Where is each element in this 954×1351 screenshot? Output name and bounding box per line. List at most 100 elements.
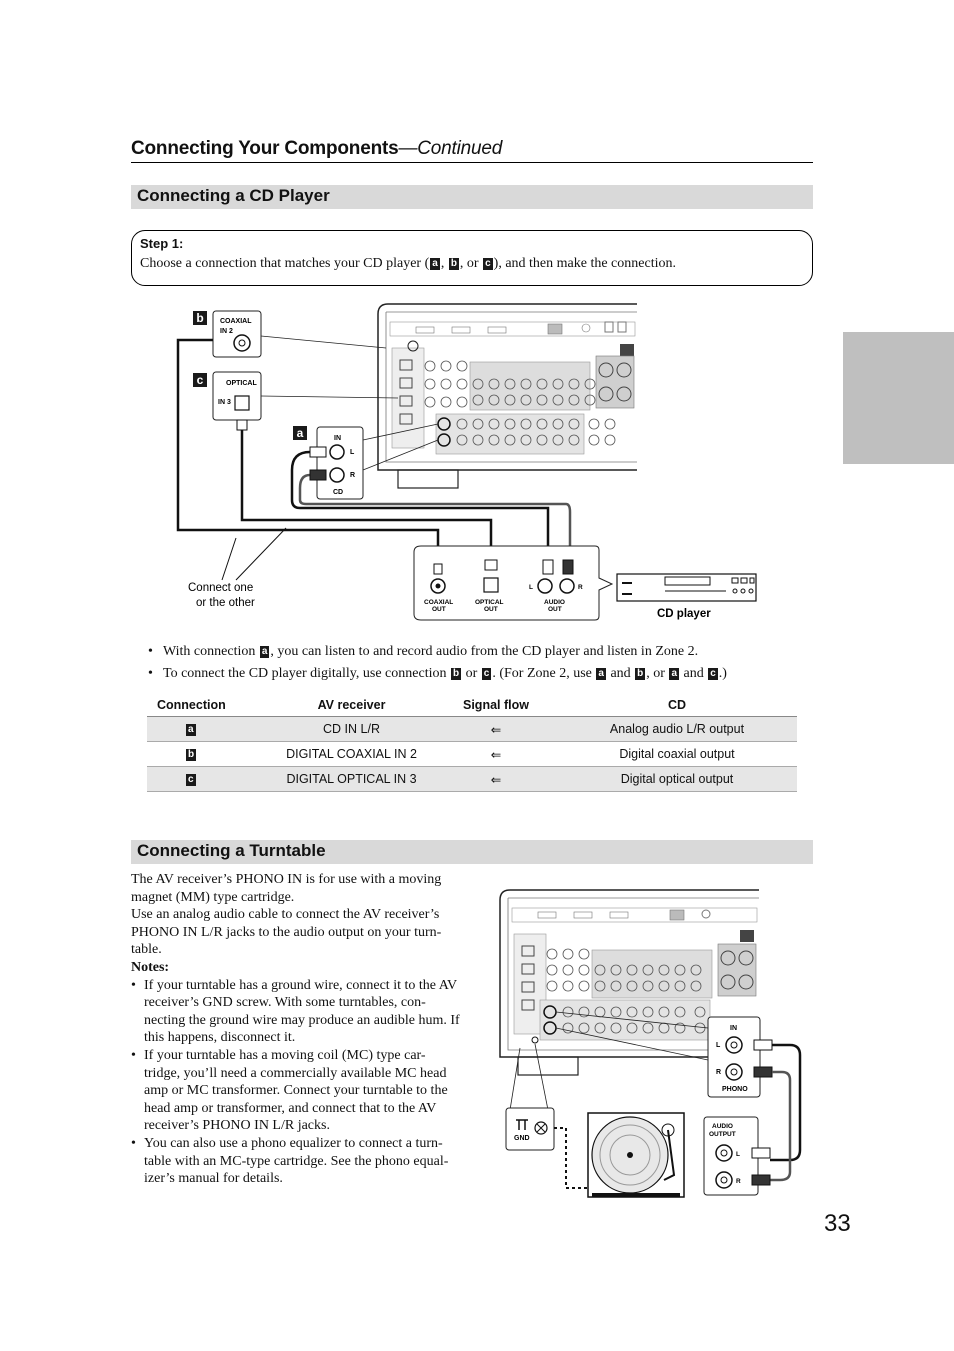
- label-b: b: [450, 668, 462, 680]
- row-connection: a: [147, 716, 268, 742]
- label-c: c: [483, 258, 493, 270]
- in2-label: IN 2: [220, 328, 233, 335]
- cd-note-2: •To connect the CD player digitally, use…: [148, 666, 727, 681]
- page-title-continued: —Continued: [398, 138, 503, 159]
- row-connection: b: [147, 741, 268, 767]
- in-label: IN: [334, 435, 341, 442]
- note-text: .): [718, 666, 727, 681]
- page-title-main: Connecting Your Components: [131, 138, 399, 159]
- label-a: a: [259, 646, 270, 658]
- step-title: Step 1:: [140, 236, 184, 251]
- audio-output-label: AUDIO: [712, 1123, 733, 1130]
- row-connection: c: [147, 766, 268, 792]
- label-a: a: [596, 668, 606, 680]
- note-text: and: [606, 666, 635, 681]
- step-sep: ,: [440, 256, 448, 271]
- in3-label: IN 3: [218, 399, 231, 406]
- turntable-icon: [587, 1112, 685, 1198]
- label-b-marker: [193, 311, 207, 325]
- receiver-rear-panel: [377, 303, 637, 489]
- table-row: a CD IN L/R ⇐ Analog audio L/R output: [147, 716, 797, 742]
- optical-out-label2: OUT: [484, 606, 498, 613]
- connect-note-line2: or the other: [196, 597, 255, 609]
- optical-label: OPTICAL: [226, 380, 257, 387]
- table-header-row: Connection AV receiver Signal flow CD: [147, 694, 797, 717]
- cd-player-icon: [616, 573, 757, 602]
- audio-out-label2: OUT: [548, 606, 562, 613]
- notes-title: Notes:: [131, 959, 170, 975]
- label-a-marker: [293, 426, 307, 440]
- note-item: You can also use a phono equalizer to co…: [131, 1135, 461, 1188]
- col-signal-flow: Signal flow: [435, 694, 557, 717]
- step-text: Choose a connection that matches your CD…: [140, 256, 676, 272]
- l-label: L: [350, 449, 355, 456]
- r-label: R: [350, 472, 355, 479]
- phono-in-callout: IN L R PHONO: [555, 1011, 761, 1098]
- note-text: , or: [646, 666, 669, 681]
- cd-output-panel: COAXIAL OUT OPTICAL OUT AUDIO OUT L R: [413, 545, 614, 621]
- turntable-text: The AV receiver’s PHONO IN is for use wi…: [131, 871, 461, 1188]
- out-l-label: L: [736, 1151, 740, 1158]
- note-text: or: [462, 666, 481, 681]
- coaxial-out-label: COAXIAL: [424, 599, 453, 606]
- audio-output-callout: AUDIO OUTPUT L R: [703, 1116, 759, 1196]
- row-receiver: DIGITAL OPTICAL IN 3: [268, 766, 435, 792]
- row-cd: Digital coaxial output: [557, 741, 797, 767]
- page-title: Connecting Your Components—Continued: [131, 138, 502, 160]
- side-tab: [843, 332, 954, 464]
- coaxial-callout: COAXIAL IN 2: [212, 310, 387, 358]
- row-flow-arrow-icon: ⇐: [435, 741, 557, 767]
- label-a: a: [297, 426, 304, 440]
- row-flow-arrow-icon: ⇐: [435, 716, 557, 742]
- cd-note-1: •With connection a, you can listen to an…: [148, 644, 699, 659]
- label-c: c: [481, 668, 492, 680]
- col-connection: Connection: [147, 694, 268, 717]
- label-b: b: [186, 749, 197, 761]
- audio-output-label2: OUTPUT: [709, 1131, 736, 1138]
- note-text: . (For Zone 2, use: [492, 666, 596, 681]
- step-box: Step 1: Choose a connection that matches…: [131, 230, 813, 286]
- audio-out-label: AUDIO: [544, 599, 565, 606]
- table-row: b DIGITAL COAXIAL IN 2 ⇐ Digital coaxial…: [147, 741, 797, 767]
- note-item: If your turntable has a ground wire, con…: [131, 977, 461, 1047]
- label-c: c: [708, 668, 718, 680]
- table-row: c DIGITAL OPTICAL IN 3 ⇐ Digital optical…: [147, 766, 797, 792]
- phono-r-label: R: [716, 1069, 721, 1076]
- coaxial-out-label2: OUT: [432, 606, 446, 613]
- row-receiver: CD IN L/R: [268, 716, 435, 742]
- phono-in-label: IN: [730, 1025, 737, 1032]
- cd-connection-diagram: b c a COAXIAL IN 2 OPTICAL IN 3 IN L R C…: [176, 303, 757, 621]
- label-b: b: [448, 258, 459, 270]
- row-receiver: DIGITAL COAXIAL IN 2: [268, 741, 435, 767]
- cd-section-bar: Connecting a CD Player: [131, 185, 813, 209]
- note-item: If your turntable has a moving coil (MC)…: [131, 1047, 461, 1135]
- out-r-label: R: [736, 1178, 741, 1185]
- connection-table: Connection AV receiver Signal flow CD a …: [147, 694, 797, 792]
- coaxial-label: COAXIAL: [220, 318, 252, 325]
- optical-out-label: OPTICAL: [475, 599, 504, 606]
- header-rule: [131, 162, 813, 163]
- cd-in-callout: IN L R CD: [316, 423, 439, 500]
- connect-note-line1: Connect one: [188, 582, 253, 594]
- cd-label: CD: [333, 489, 343, 496]
- label-c-marker: [193, 373, 207, 387]
- cd-notes: •With connection a, you can listen to an…: [148, 641, 727, 685]
- step-text-part: Choose a connection that matches your CD…: [140, 256, 430, 271]
- label-a: a: [430, 258, 440, 270]
- phono-label: PHONO: [722, 1086, 748, 1093]
- note-text: , you can listen to and record audio fro…: [270, 644, 699, 659]
- label-a: a: [669, 668, 679, 680]
- step-sep: , or: [459, 256, 483, 271]
- row-cd: Digital optical output: [557, 766, 797, 792]
- turntable-section-title: Connecting a Turntable: [137, 841, 326, 860]
- label-c: c: [186, 774, 196, 786]
- phono-l-label: L: [716, 1042, 721, 1049]
- col-av-receiver: AV receiver: [268, 694, 435, 717]
- optical-callout: OPTICAL IN 3: [212, 371, 399, 421]
- turntable-paragraph: The AV receiver’s PHONO IN is for use wi…: [131, 872, 442, 905]
- row-cd: Analog audio L/R output: [557, 716, 797, 742]
- audio-r-label: R: [578, 584, 583, 591]
- gnd-callout: GND: [505, 1043, 555, 1151]
- note-text: and: [680, 666, 708, 681]
